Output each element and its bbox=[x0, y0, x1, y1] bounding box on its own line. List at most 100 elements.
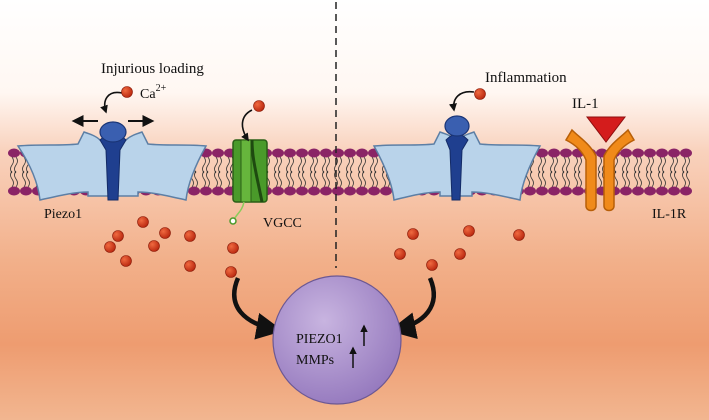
nucleus-mmps-label: MMPs bbox=[296, 353, 334, 368]
lipid-tail bbox=[550, 170, 554, 188]
lipid-head bbox=[368, 186, 380, 196]
lipid-tail bbox=[22, 156, 26, 174]
lipid-tail bbox=[542, 170, 546, 188]
lipid-head bbox=[548, 186, 560, 196]
lipid-tail bbox=[638, 156, 642, 174]
inflammation-label: Inflammation bbox=[485, 70, 567, 86]
calcium-ion bbox=[394, 248, 406, 260]
lipid-tail bbox=[554, 156, 558, 174]
lipid-tail bbox=[10, 156, 14, 174]
lipid-tail bbox=[662, 156, 666, 174]
lipid-head bbox=[656, 186, 668, 196]
lipid-tail bbox=[562, 156, 566, 174]
lipid-tail bbox=[646, 156, 650, 174]
signal-arrow-right bbox=[388, 277, 436, 339]
lipid-head bbox=[8, 186, 20, 196]
calcium-ion bbox=[454, 248, 466, 260]
lipid-tail bbox=[322, 170, 326, 188]
lipid-tail bbox=[682, 170, 686, 188]
lipid-tail bbox=[326, 156, 330, 174]
lipid-tail bbox=[686, 156, 690, 174]
lipid-tail bbox=[214, 170, 218, 188]
lipid-head bbox=[380, 186, 392, 196]
lipid-head bbox=[212, 186, 224, 196]
lipid-tail bbox=[302, 156, 306, 174]
lipid-head bbox=[332, 186, 344, 196]
lipid-tail bbox=[202, 170, 206, 188]
lipid-tail bbox=[634, 156, 638, 174]
lipid-tail bbox=[358, 170, 362, 188]
lipid-tail bbox=[314, 170, 318, 188]
lipid-tail bbox=[298, 170, 302, 188]
calcium-ion bbox=[474, 88, 486, 100]
lipid-tail bbox=[566, 156, 570, 174]
lipid-tail bbox=[574, 170, 578, 188]
lipid-tail bbox=[614, 156, 618, 174]
lipid-tail bbox=[674, 170, 678, 188]
lipid-tail bbox=[358, 156, 362, 174]
lipid-head bbox=[644, 148, 656, 158]
lipid-tail bbox=[574, 156, 578, 174]
lipid-tail bbox=[334, 170, 338, 188]
lipid-head bbox=[296, 148, 308, 158]
lipid-tail bbox=[578, 156, 582, 174]
lipid-tail bbox=[338, 170, 342, 188]
lipid-tail bbox=[326, 170, 330, 188]
il1-ligand bbox=[585, 116, 627, 143]
lipid-tail bbox=[274, 170, 278, 188]
lipid-tail bbox=[622, 156, 626, 174]
lipid-tail bbox=[626, 156, 630, 174]
lipid-tail bbox=[674, 156, 678, 174]
il1-label: IL-1 bbox=[572, 96, 599, 112]
lipid-tail bbox=[226, 170, 230, 188]
lipid-head bbox=[344, 148, 356, 158]
lipid-head bbox=[680, 186, 692, 196]
lipid-tail bbox=[346, 170, 350, 188]
lipid-head bbox=[644, 186, 656, 196]
calcium-ion bbox=[513, 229, 525, 241]
lipid-tail bbox=[194, 170, 198, 188]
lipid-tail bbox=[214, 156, 218, 174]
ca-label: Ca2+ bbox=[140, 83, 167, 102]
lipid-head bbox=[572, 186, 584, 196]
ca-influx-arrow-left bbox=[100, 91, 123, 114]
lipid-head bbox=[536, 148, 548, 158]
lipid-head bbox=[344, 186, 356, 196]
lipid-tail bbox=[322, 156, 326, 174]
il1-receptor bbox=[564, 128, 636, 212]
lipid-tail bbox=[14, 170, 18, 188]
lipid-head bbox=[668, 148, 680, 158]
calcium-ion bbox=[159, 227, 171, 239]
lipid-tail bbox=[670, 156, 674, 174]
lipid-tail bbox=[658, 170, 662, 188]
piezo1-label: Piezo1 bbox=[44, 207, 82, 222]
lipid-tail bbox=[310, 170, 314, 188]
lipid-head bbox=[320, 186, 332, 196]
ca-influx-arrow-vgcc bbox=[241, 109, 253, 142]
calcium-ion bbox=[148, 240, 160, 252]
lipid-tail bbox=[310, 156, 314, 174]
lipid-head bbox=[296, 186, 308, 196]
vgcc-label: VGCC bbox=[263, 216, 302, 231]
lipid-head bbox=[200, 186, 212, 196]
lipid-tail bbox=[370, 156, 374, 174]
lipid-tail bbox=[218, 170, 222, 188]
lipid-tail bbox=[538, 156, 542, 174]
lipid-head bbox=[668, 186, 680, 196]
lipid-head bbox=[356, 148, 368, 158]
lipid-tail bbox=[226, 156, 230, 174]
lipid-head bbox=[212, 148, 224, 158]
lipid-tail bbox=[530, 170, 534, 188]
lipid-head bbox=[284, 148, 296, 158]
calcium-ion bbox=[227, 242, 239, 254]
lipid-head bbox=[680, 148, 692, 158]
lipid-tail bbox=[658, 156, 662, 174]
lipid-tail bbox=[218, 156, 222, 174]
lipid-head bbox=[308, 148, 320, 158]
lipid-head bbox=[548, 148, 560, 158]
calcium-ion bbox=[112, 230, 124, 242]
lipid-head bbox=[308, 186, 320, 196]
lipid-tail bbox=[578, 170, 582, 188]
lipid-tail bbox=[286, 156, 290, 174]
